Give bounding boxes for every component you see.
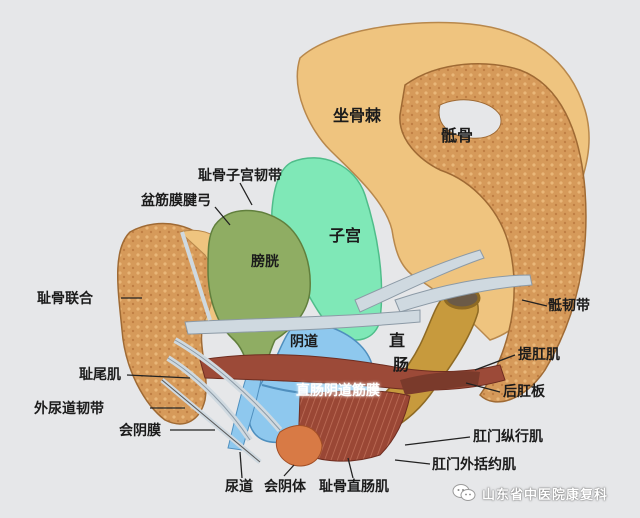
label-pubococcygeus: 耻尾肌 [79,367,121,383]
label-external-urethral-ligament: 外尿道韧带 [34,401,104,417]
uterosacral-band [354,249,485,313]
sacrospinous-ligament-band [394,274,533,313]
label-bladder: 膀胱 [251,254,279,270]
label-ischial-spine: 坐骨棘 [333,106,382,125]
sacrum-bone [399,63,587,403]
leader-lines [121,182,548,479]
label-sacrum: 骶骨 [441,126,474,145]
label-rectum-2: 肠 [393,355,410,374]
label-sacrospinous-ligament: 骶韧带 [548,298,590,314]
watermark-text: 山东省中医院康复科 [482,487,609,503]
label-pubic-symphysis: 耻骨联合 [37,291,93,307]
wechat-icon [452,484,476,501]
label-longitudinal-anal-muscle: 肛门纵行肌 [473,429,543,445]
label-uterus: 子宫 [329,226,362,245]
watermark: 山东省中医院康复科 [452,482,608,504]
perineal-body-shape [275,425,323,467]
label-vagina: 阴道 [290,334,318,350]
label-anococcygeal-plate: 后肛板 [503,384,545,400]
puborectalis-muscle [297,390,411,462]
label-rectum-1: 直 [389,331,406,350]
label-pubocervical-ligament: 耻骨子宫韧带 [198,168,282,184]
pubocervical-ligament-band [184,309,421,335]
label-urethra: 尿道 [225,479,253,495]
label-external-anal-sphincter: 肛门外括约肌 [432,457,516,473]
anococcygeal-plate [400,371,480,395]
label-perineal-membrane: 会阴膜 [119,423,161,439]
label-levator-ani: 提肛肌 [518,347,560,363]
label-rectovaginal-fascia: 直肠阴道筋膜 [296,383,380,399]
label-tendinous-arch: 盆筋膜腱弓 [141,193,211,209]
label-puborectalis: 耻骨直肠肌 [319,479,389,495]
label-perineal-body: 会阴体 [264,479,306,495]
